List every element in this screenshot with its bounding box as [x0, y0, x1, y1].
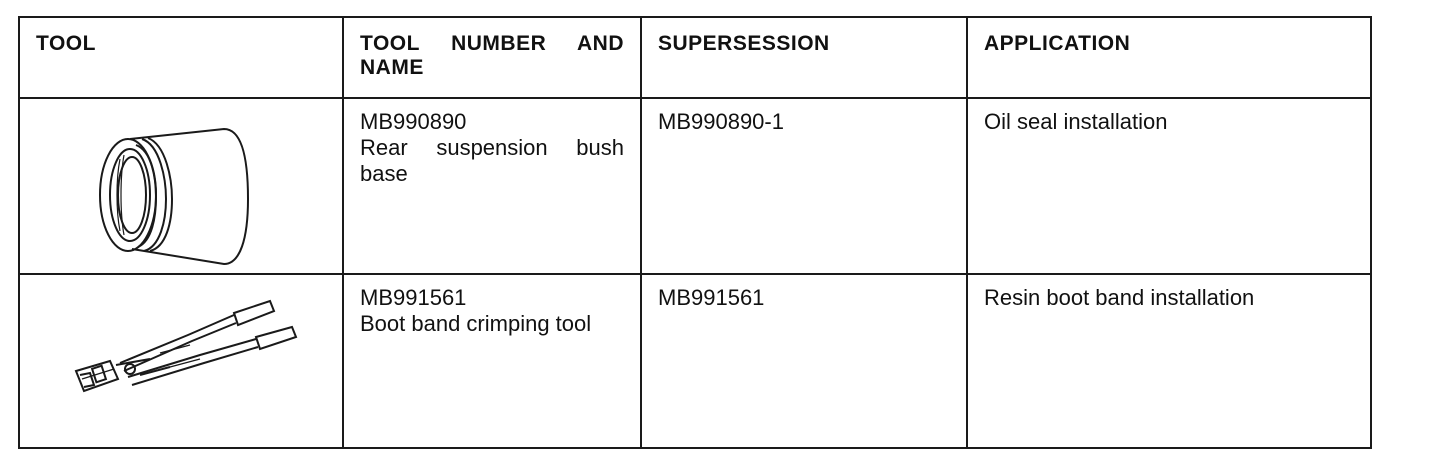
tool-number-and-name-cell: MB990890 Rear suspension bush base — [342, 96, 642, 276]
header-tool: TOOL — [18, 16, 344, 99]
tool-number: MB990890 — [360, 108, 467, 134]
header-tool-number-line1: TOOL NUMBER AND — [360, 32, 624, 55]
supersession-cell: MB991561 — [640, 273, 968, 449]
tool-name-line1: Rear suspension bush — [360, 134, 624, 160]
tool-illustration-cell — [18, 273, 344, 449]
table-header-row: TOOL TOOL NUMBER AND NAME SUPERSESSION A… — [18, 16, 1372, 99]
header-tool-number-line2: NAME — [360, 56, 424, 79]
special-tools-table: TOOL TOOL NUMBER AND NAME SUPERSESSION A… — [18, 16, 1372, 449]
header-application: APPLICATION — [966, 16, 1372, 99]
table-row: MB991561 Boot band crimping tool MB99156… — [18, 273, 1372, 449]
supersession-cell: MB990890-1 — [640, 96, 968, 276]
header-tool-number-and-name: TOOL NUMBER AND NAME — [342, 16, 642, 99]
tool-number-and-name-cell: MB991561 Boot band crimping tool — [342, 273, 642, 449]
tool-name-line2: base — [360, 160, 408, 186]
tool-name-line1: Boot band crimping tool — [360, 311, 592, 337]
header-supersession: SUPERSESSION — [640, 16, 968, 99]
application-cell: Oil seal installation — [966, 96, 1372, 276]
application-cell: Resin boot band installation — [966, 273, 1372, 449]
table-row: MB990890 Rear suspension bush base MB990… — [18, 96, 1372, 276]
tool-number: MB991561 — [360, 285, 467, 311]
tool-illustration-cell — [18, 96, 344, 276]
crimping-pliers-illustration — [74, 300, 298, 393]
cylindrical-bush-base-illustration — [99, 127, 250, 265]
